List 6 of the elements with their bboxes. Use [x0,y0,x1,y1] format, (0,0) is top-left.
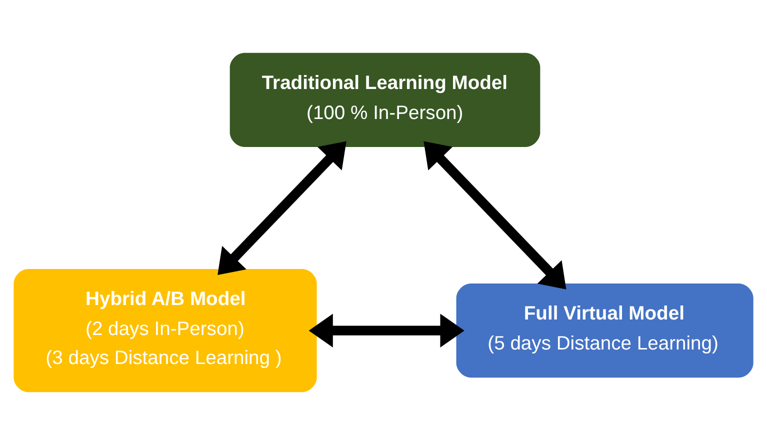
arrow [424,141,566,290]
node-box: Traditional Learning Model (100 % In-Person) [230,52,540,148]
arrow [308,314,464,348]
node-box: Hybrid A/B Model (2 days In-Person) (3 days Distance Learning ) [14,269,317,392]
arrow [218,141,346,276]
node-box: Full Virtual Model (5 days Distance Learning) [456,283,754,378]
